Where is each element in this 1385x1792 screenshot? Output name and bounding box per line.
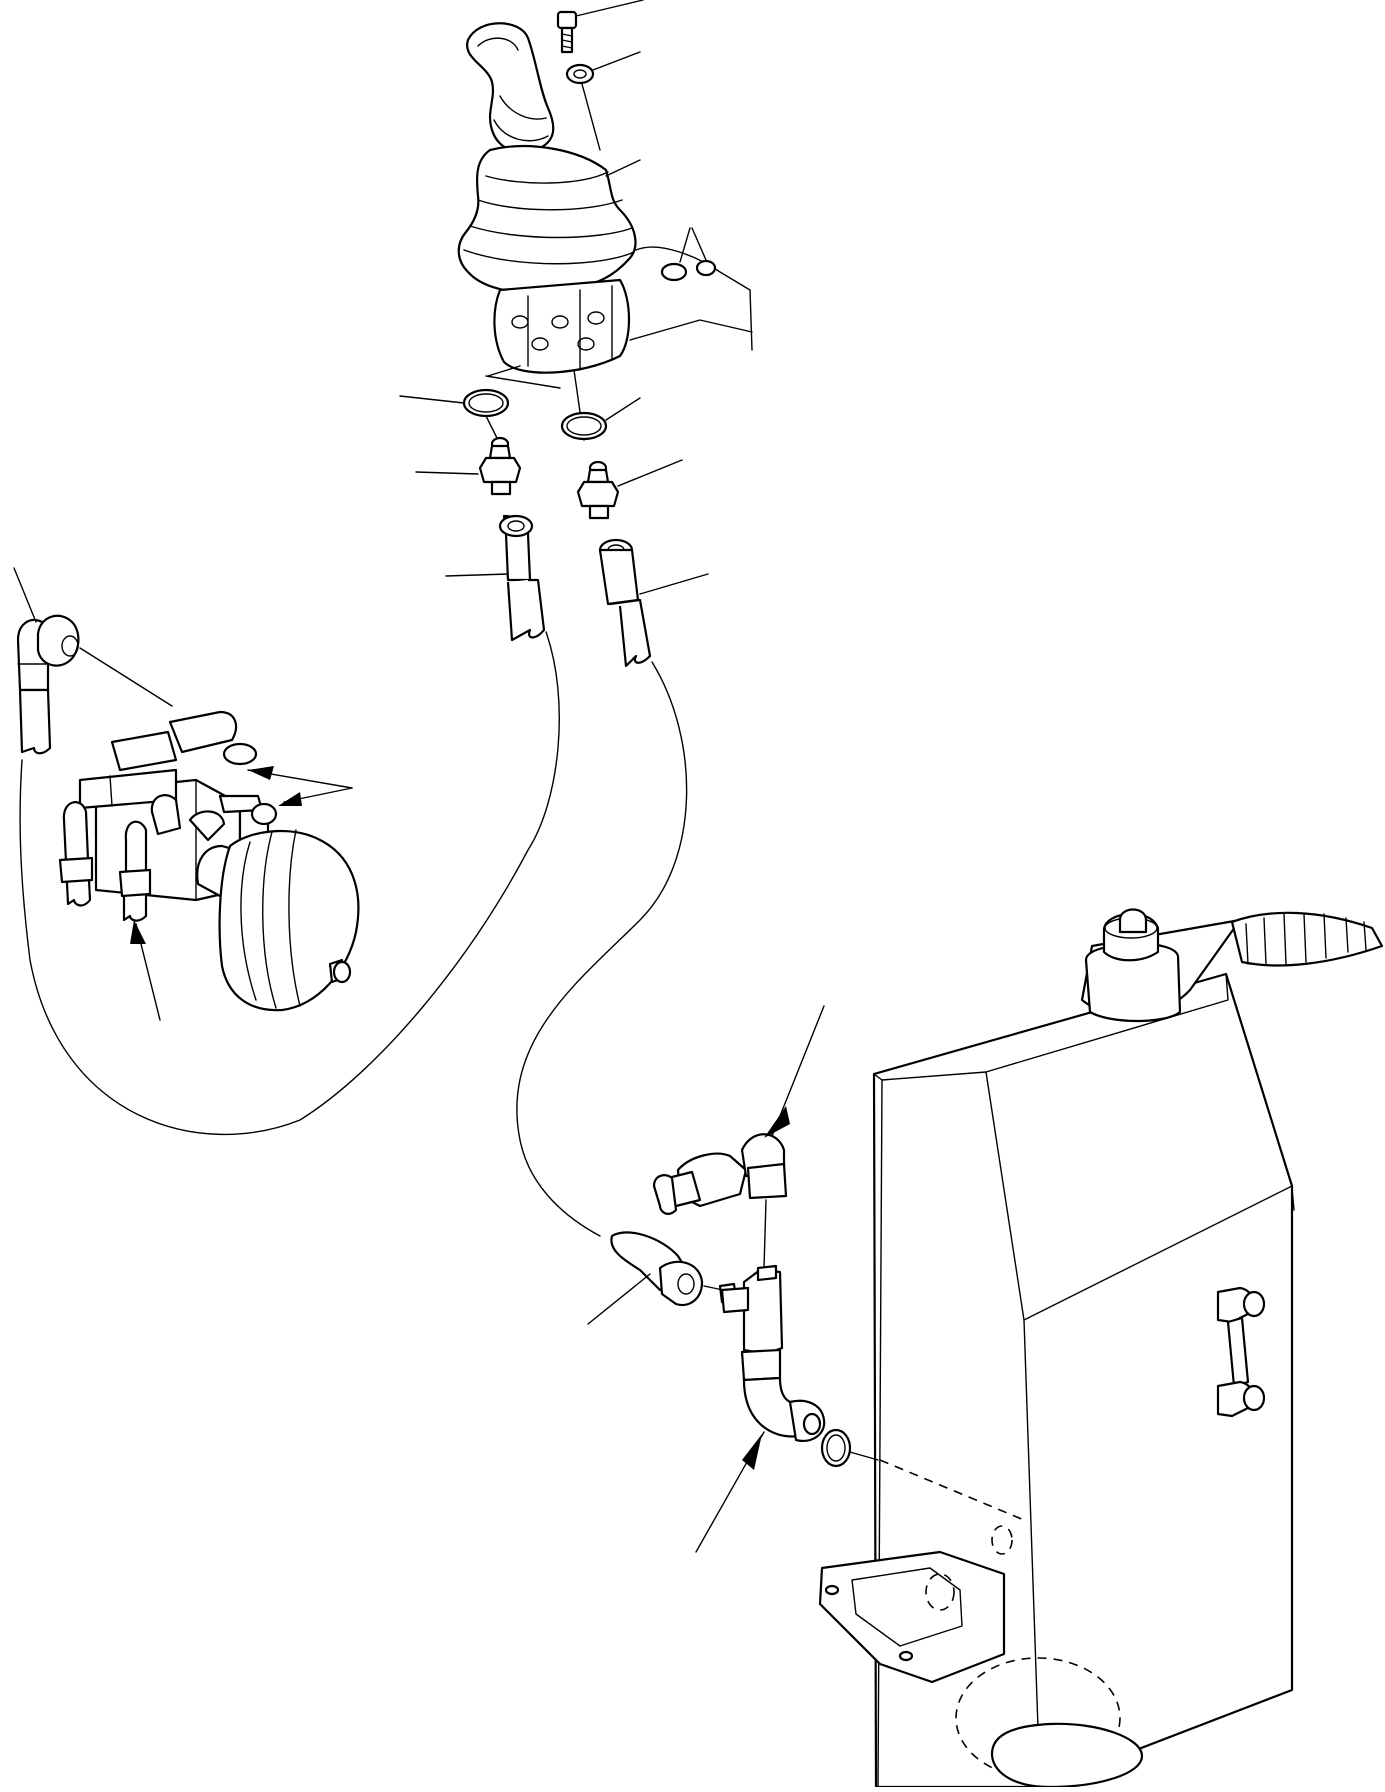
cap-screw — [556, 0, 644, 54]
rubber-boot — [457, 144, 641, 295]
hydraulic-tank — [818, 908, 1384, 1789]
accumulator — [196, 829, 360, 1012]
elbow-fitting — [13, 567, 173, 755]
tank-o-ring — [695, 1428, 879, 1553]
o-ring-right — [560, 397, 641, 441]
hose-right — [516, 538, 709, 1237]
washer — [565, 51, 641, 151]
tank-elbow — [652, 1005, 825, 1269]
adapter-left — [415, 436, 522, 496]
pilot-valve-body — [487, 227, 753, 441]
o-ring-left — [399, 375, 561, 441]
sight-gauge — [1216, 1286, 1266, 1418]
tee-fitting — [587, 1231, 826, 1442]
adapter-right — [576, 459, 683, 520]
hose-left — [19, 514, 560, 1136]
joystick-lever — [466, 22, 555, 154]
